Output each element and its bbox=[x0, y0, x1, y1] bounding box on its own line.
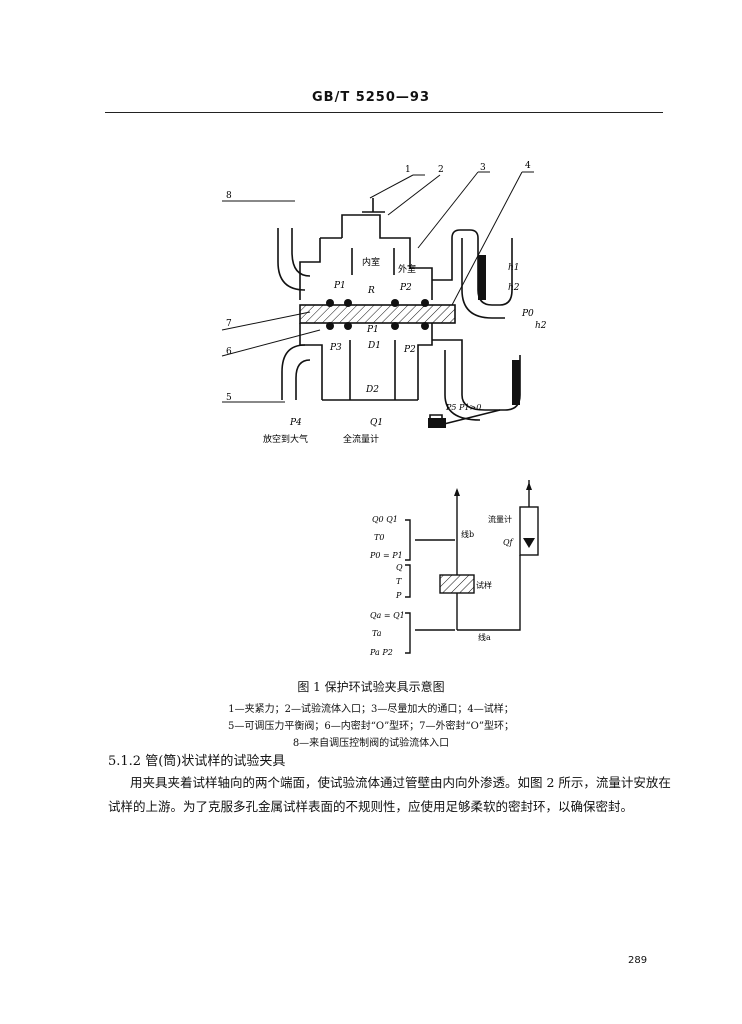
header-rule bbox=[105, 112, 663, 113]
upper-housing bbox=[299, 214, 433, 300]
schem-left-mid-2: P bbox=[395, 591, 402, 600]
figure-legend-line-2: 5—可调压力平衡阀；6—内密封“O”型环；7—外密封“O”型环； bbox=[228, 721, 514, 732]
page-number: 289 bbox=[628, 955, 648, 966]
schem-flowmeter: 流量计 bbox=[488, 514, 512, 524]
section-heading: 5.1.2 管(筒)状试样的试验夹具 bbox=[108, 754, 286, 769]
figure-legend-line-3: 8—来自调压控制阀的试验流体入口 bbox=[292, 738, 450, 749]
standard-header: GB/T 5250—93 bbox=[312, 90, 430, 105]
specimen-hatch bbox=[299, 304, 456, 324]
schematic-lines bbox=[405, 480, 539, 654]
schem-left-bot-2: Pa P2 bbox=[369, 648, 393, 657]
schem-specimen: 试样 bbox=[476, 580, 492, 590]
lower-housing bbox=[299, 323, 433, 400]
label-vent: 放空到大气 bbox=[263, 433, 308, 445]
label-D1: D1 bbox=[367, 341, 381, 351]
paragraph-line-1: 用夹具夹着试样轴向的两个端面，使试验流体通过管壁由内向外渗透。如图 2 所示，流… bbox=[130, 775, 671, 790]
label-outer-chamber: 外室 bbox=[398, 263, 416, 275]
schem-line-b: 线b bbox=[461, 529, 474, 539]
callout-3: 3 bbox=[480, 163, 486, 173]
u-tube-upper bbox=[432, 229, 513, 319]
callout-6: 6 bbox=[226, 347, 232, 357]
schem-left-mid-0: Q bbox=[396, 563, 403, 572]
callout-8: 8 bbox=[226, 191, 232, 201]
figure-legend-line-1: 1—夹紧力；2—试验流体入口；3—尽量加大的通口；4—试样； bbox=[228, 704, 514, 715]
vent-pipe-5 bbox=[281, 344, 311, 400]
clamp-force-arrow bbox=[362, 198, 385, 213]
flowmeter-block bbox=[428, 418, 446, 428]
callout-5: 5 bbox=[226, 393, 232, 403]
label-P5-eq: P5 P1>0 bbox=[445, 403, 481, 412]
schem-left-bot-0: Qa = Q1 bbox=[370, 611, 405, 620]
label-inner-chamber: 内室 bbox=[362, 256, 380, 268]
figure-caption-title: 图 1 保护环试验夹具示意图 bbox=[297, 680, 445, 694]
leader-lines bbox=[221, 171, 534, 403]
label-h1: h1 bbox=[508, 263, 520, 273]
schem-left-bot-1: Ta bbox=[372, 629, 382, 638]
schem-left-top-1: T0 bbox=[374, 533, 384, 542]
schem-left-mid-1: T bbox=[396, 577, 402, 586]
paragraph-line-2: 试样的上游。为了克服多孔金属试样表面的不规则性，应使用足够柔软的密封环，以确保密… bbox=[108, 799, 634, 814]
label-P1-mid: P1 bbox=[366, 325, 379, 335]
label-R: R bbox=[367, 286, 375, 296]
schem-Qf: Qf bbox=[503, 538, 515, 547]
schem-left-top-2: P0 = P1 bbox=[369, 551, 403, 560]
label-P3: P3 bbox=[329, 343, 342, 353]
callout-2: 2 bbox=[438, 165, 444, 175]
o-rings bbox=[326, 299, 429, 330]
u-tube-fluid-1 bbox=[478, 255, 486, 300]
label-P2-low: P2 bbox=[403, 345, 416, 355]
callout-1: 1 bbox=[405, 165, 411, 175]
callout-4: 4 bbox=[525, 161, 531, 171]
label-Q1: Q1 bbox=[370, 418, 383, 428]
label-D2: D2 bbox=[365, 385, 379, 395]
label-h2-b: h2 bbox=[535, 321, 547, 331]
label-P0: P0 bbox=[521, 309, 534, 319]
u-tube-fluid-2 bbox=[512, 360, 520, 405]
label-P1-top: P1 bbox=[333, 281, 346, 291]
callout-7: 7 bbox=[226, 319, 232, 329]
schem-left-top-0: Q0 Q1 bbox=[372, 515, 398, 524]
label-P4: P4 bbox=[289, 418, 302, 428]
label-P2-top: P2 bbox=[399, 283, 412, 293]
label-h2-a: h2 bbox=[508, 283, 520, 293]
label-flowmeter: 全流量计 bbox=[343, 433, 379, 445]
inlet-pipe-8 bbox=[277, 228, 311, 291]
schem-line-a: 线a bbox=[478, 632, 491, 642]
inner-wall bbox=[351, 248, 395, 275]
